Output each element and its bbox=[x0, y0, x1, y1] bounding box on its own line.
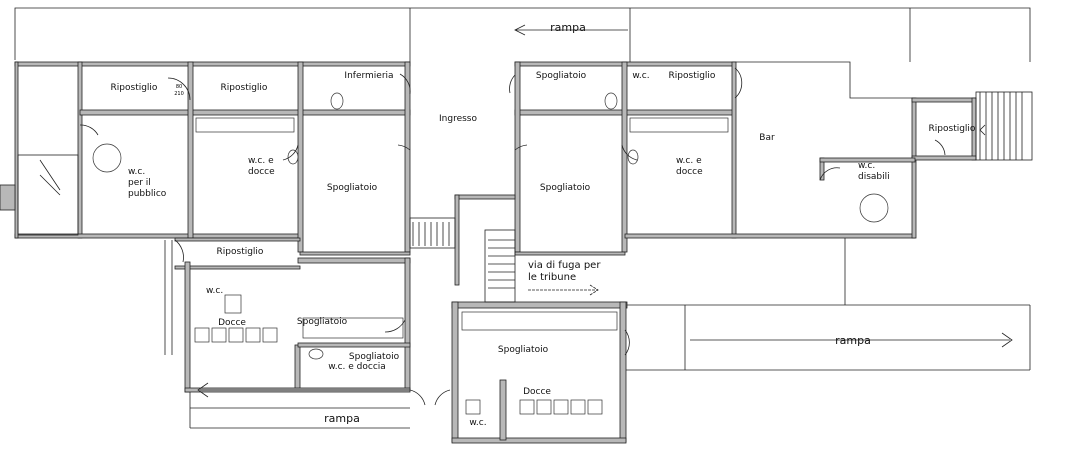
site-outline bbox=[14, 7, 1031, 429]
door-size-num: 80 bbox=[176, 84, 182, 90]
wc-disabili-label-1: w.c. bbox=[858, 161, 875, 171]
wc-top-label: w.c. bbox=[632, 71, 649, 81]
wc-docce-left-label-2: docce bbox=[248, 167, 275, 177]
wc-disabili-label-2: disabili bbox=[858, 172, 890, 182]
rampa-top-label: rampa bbox=[550, 21, 586, 34]
wc-doccia-label: w.c. e doccia bbox=[328, 362, 386, 372]
docce-center-label: Docce bbox=[523, 387, 551, 397]
docce-left-label: Docce bbox=[218, 318, 246, 328]
wc-pubblico-label-1: w.c. bbox=[128, 167, 145, 177]
fixtures bbox=[92, 92, 889, 415]
spogliatoio-top-label: Spogliatoio bbox=[536, 71, 587, 81]
walls bbox=[0, 61, 977, 444]
ingresso-label: Ingresso bbox=[439, 114, 477, 124]
spogliatoio-center-label: Spogliatoio bbox=[498, 345, 549, 355]
ripostiglio-1-label: Ripostiglio bbox=[111, 83, 158, 93]
wc-lower-label: w.c. bbox=[206, 286, 223, 296]
bar-label: Bar bbox=[759, 133, 775, 143]
ripostiglio-2-label: Ripostiglio bbox=[221, 83, 268, 93]
spogliatoio-lower-label: Spogliatoio bbox=[297, 317, 348, 327]
via-fuga-label-1: via di fuga per bbox=[528, 260, 601, 271]
ripostiglio-5-label: Ripostiglio bbox=[217, 247, 264, 257]
stairs bbox=[17, 91, 1033, 303]
ripostiglio-4-label: Ripostiglio bbox=[929, 124, 976, 134]
infermieria-label: Infermieria bbox=[344, 71, 393, 81]
wc-center-label: w.c. bbox=[469, 418, 486, 428]
arrows bbox=[197, 24, 1013, 398]
doors bbox=[79, 67, 946, 406]
wc-docce-left-label-1: w.c. e bbox=[248, 156, 274, 166]
rampa-bottom-label: rampa bbox=[324, 412, 360, 425]
wc-pubblico-label-3: pubblico bbox=[128, 189, 167, 199]
ripostiglio-3-label: Ripostiglio bbox=[669, 71, 716, 81]
spogliatoio-left-label: Spogliatoio bbox=[327, 183, 378, 193]
rampa-right-label: rampa bbox=[835, 334, 871, 347]
wc-docce-right-label-1: w.c. e bbox=[676, 156, 702, 166]
spogliatoio-right-label: Spogliatoio bbox=[540, 183, 591, 193]
via-fuga-label-2: le tribune bbox=[528, 272, 576, 283]
wc-pubblico-label-2: per il bbox=[128, 178, 151, 188]
wc-docce-right-label-2: docce bbox=[676, 167, 703, 177]
room-labels: rampa rampa rampa Ripostiglio Ripostigli… bbox=[111, 21, 976, 428]
door-size-den: 210 bbox=[174, 91, 184, 97]
spogliatoio-small-label: Spogliatoio bbox=[349, 352, 400, 362]
